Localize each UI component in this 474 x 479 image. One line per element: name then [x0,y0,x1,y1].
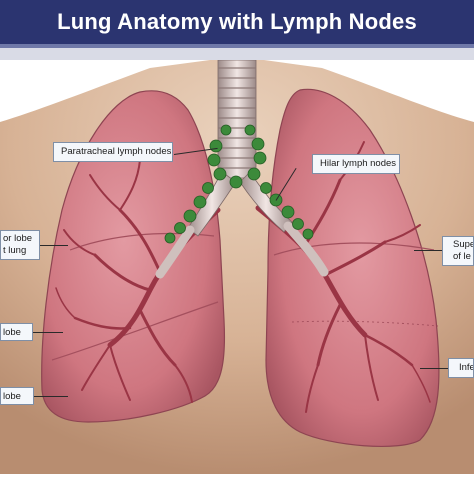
label-middle-lobe-text: lobe [3,327,21,338]
label-superior-lobe-line1: Supe [453,239,474,250]
label-upper-lobe-right-lung: or lobe t lung [0,230,40,260]
anatomy-illustration: Paratracheal lymph nodes Hilar lymph nod… [0,59,474,474]
label-superior-lobe-line2: of le [453,251,471,262]
title-divider [0,44,474,48]
title-band [0,48,474,60]
label-paratracheal-text: Paratracheal lymph nodes [61,146,172,157]
upper-lobe-leader [40,245,68,246]
label-inferior-lobe: Infe [448,358,474,378]
label-paratracheal-lymph-nodes: Paratracheal lymph nodes [53,142,173,162]
lung-diagram [0,59,474,474]
left-fissure-lower [291,320,439,327]
label-upper-lobe-line1: or lobe [3,233,33,244]
left-oblique-fissure [273,242,435,256]
trachea [155,59,329,279]
title-bar: Lung Anatomy with Lymph Nodes [0,0,474,44]
label-inferior-lobe-text: Infe [459,362,474,373]
label-lower-lobe: lobe [0,387,34,405]
page-title: Lung Anatomy with Lymph Nodes [57,9,417,34]
lower-lobe-leader [34,396,68,397]
label-hilar-lymph-nodes: Hilar lymph nodes [312,154,400,174]
oblique-fissure [51,301,219,361]
label-lower-lobe-text: lobe [3,391,21,402]
inferior-lobe-leader [420,368,448,369]
label-superior-lobe-left-lung: Supe of le [442,236,474,266]
middle-lobe-leader [33,332,63,333]
label-hilar-text: Hilar lymph nodes [320,158,397,169]
label-middle-lobe: lobe [0,323,33,341]
label-upper-lobe-line2: t lung [3,245,27,256]
superior-lobe-leader [414,250,442,251]
